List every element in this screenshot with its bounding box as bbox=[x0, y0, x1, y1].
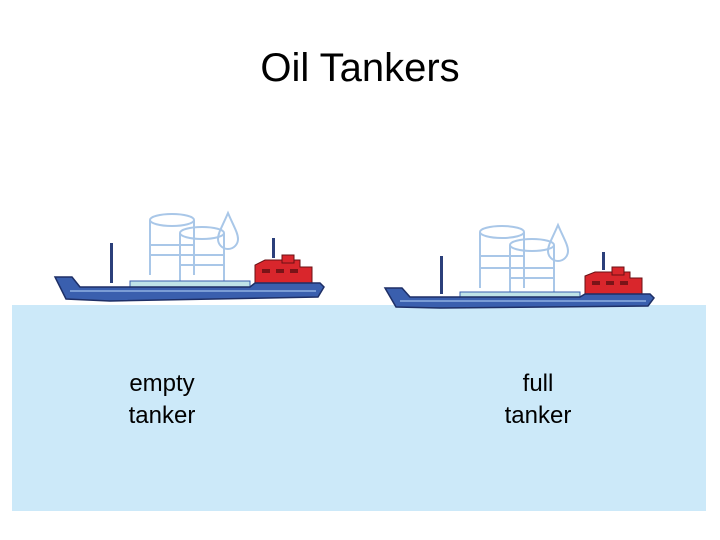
ship-superstructure bbox=[585, 252, 642, 294]
full-tanker-label: full tanker bbox=[468, 368, 608, 432]
oil-barrels-icon bbox=[480, 226, 554, 294]
oil-barrels-icon bbox=[150, 214, 224, 285]
empty-tanker-label-line2: tanker bbox=[92, 400, 232, 432]
slide-title: Oil Tankers bbox=[0, 42, 720, 94]
empty-tanker-label-line1: empty bbox=[92, 368, 232, 400]
full-tanker-ship bbox=[380, 212, 660, 322]
empty-tanker-label: empty tanker bbox=[92, 368, 232, 432]
ship-superstructure bbox=[255, 238, 312, 283]
oil-drop-icon bbox=[548, 225, 568, 261]
oil-drop-icon bbox=[218, 213, 238, 249]
full-tanker-label-line2: tanker bbox=[468, 400, 608, 432]
full-tanker-label-line1: full bbox=[468, 368, 608, 400]
empty-tanker-ship bbox=[50, 205, 330, 315]
